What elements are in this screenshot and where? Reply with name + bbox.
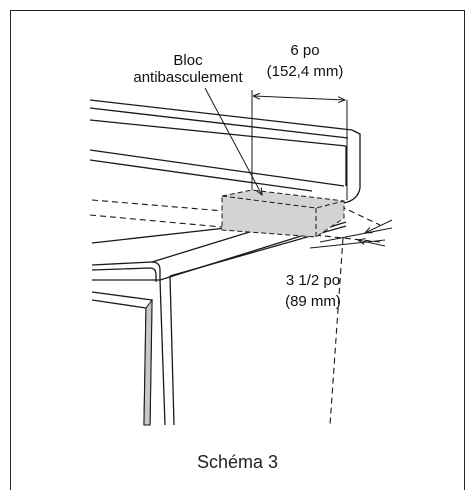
block-leader-line — [204, 87, 262, 195]
backsplash-top-edge — [89, 99, 353, 131]
depth-dimension-imperial: 3 1/2 po — [285, 272, 341, 289]
width-dimension-metric: (152,4 mm) — [266, 63, 344, 80]
figure-caption: Schéma 3 — [196, 452, 279, 472]
width-dimension-line — [254, 96, 345, 100]
cooktop-front-edge — [91, 261, 161, 280]
width-dimension-label: 6 po (152,4 mm) — [245, 42, 365, 80]
width-dimension-imperial: 6 po — [290, 42, 320, 59]
depth-extension-2 — [309, 239, 386, 249]
depth-arrow-bottom — [358, 240, 386, 247]
rear-leg-line — [329, 237, 344, 426]
anti-tip-block-edge — [221, 195, 345, 237]
depth-extension-1 — [319, 227, 393, 243]
backsplash-top-edge-inner — [89, 107, 349, 139]
door-top — [91, 291, 153, 301]
depth-dimension-label: 3 1/2 po (89 mm) — [263, 272, 363, 310]
anti-tip-block — [221, 189, 345, 238]
figure-frame — [10, 10, 465, 490]
depth-arrow-top — [365, 219, 393, 233]
cooktop-front-lip — [91, 267, 157, 282]
range-side-front-2 — [169, 275, 175, 426]
wall-line-lower — [89, 214, 223, 228]
anti-tip-block-label-line1: Bloc — [173, 52, 203, 69]
wall-line-right-upper — [339, 205, 381, 226]
backsplash-lower-line — [89, 149, 345, 187]
backsplash-right-side — [343, 129, 361, 204]
door-gasket — [143, 298, 153, 426]
depth-dimension-metric: (89 mm) — [285, 293, 341, 310]
backsplash-front-top — [89, 119, 347, 147]
wall-line-right-lower — [314, 234, 381, 243]
backsplash-lower-line-2 — [89, 159, 313, 192]
anti-tip-block-label-line2: antibasculement — [133, 69, 243, 86]
range-side-front — [159, 279, 166, 426]
door-top-2 — [91, 299, 147, 309]
wall-line-upper — [91, 199, 237, 213]
anti-tip-block-label: Bloc antibasculement — [108, 52, 268, 86]
